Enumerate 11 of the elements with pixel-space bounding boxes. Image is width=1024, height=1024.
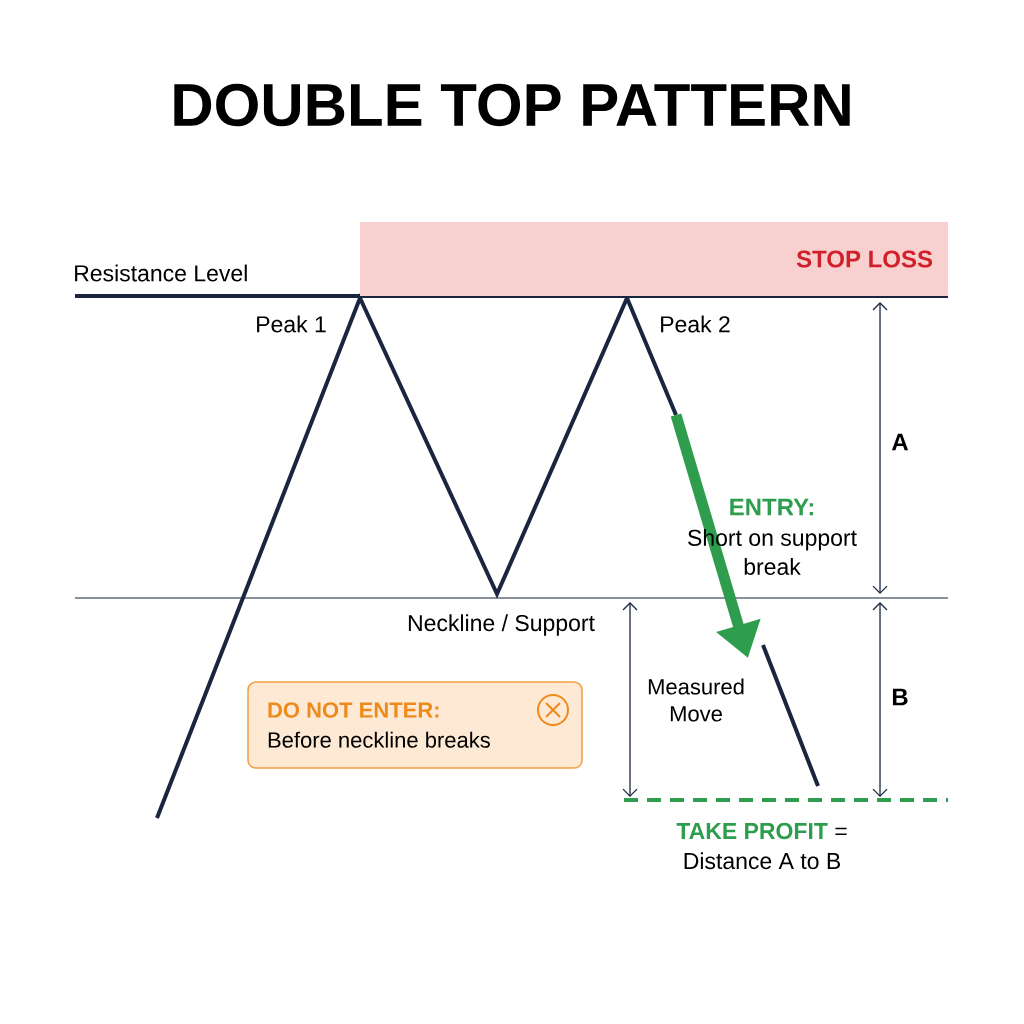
measured-move-label: Measured Move [648, 678, 744, 722]
dimension-label: B [892, 688, 908, 706]
stop-loss-zone: STOP LOSS [360, 222, 948, 296]
entry-label: ENTRY: [730, 498, 814, 516]
title: DOUBLE TOP PATTERN [174, 83, 850, 127]
peak-label: Peak 1 [257, 315, 326, 333]
dimension-label: A [891, 433, 909, 451]
level-label: Resistance Level [75, 264, 247, 282]
take-profit-label: TAKE PROFIT = Distance A to B [676, 822, 847, 870]
neckline-label: Neckline / Support [408, 614, 595, 636]
warning-box: DO NOT ENTER: Before neckline breaks [247, 681, 583, 769]
